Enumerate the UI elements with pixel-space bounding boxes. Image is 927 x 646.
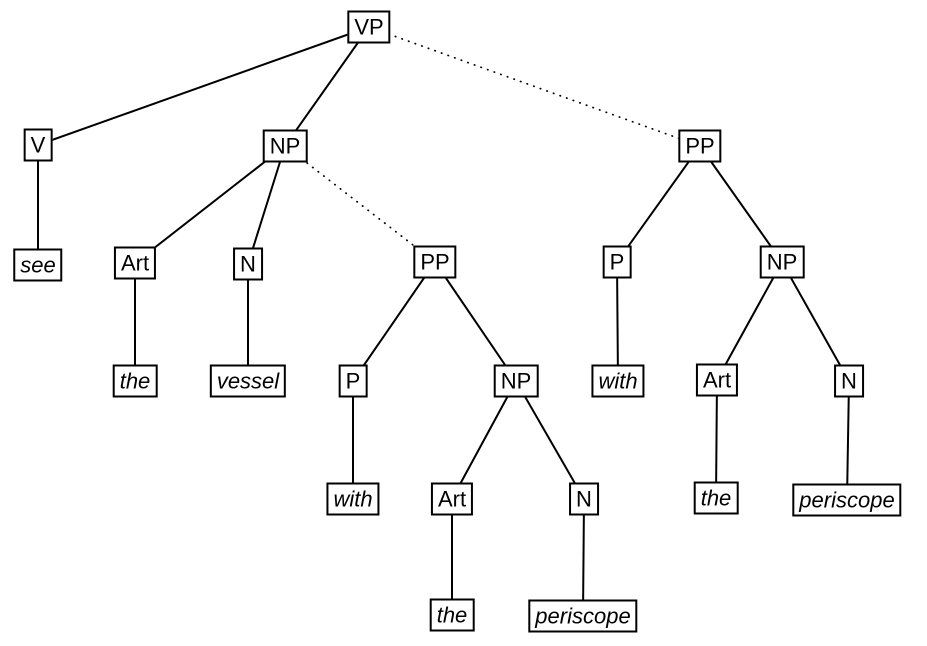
tree-node-periscope1: periscope [528,599,638,633]
tree-edge-art3-the3 [715,379,718,499]
tree-node-with2: with [591,364,645,398]
tree-edge-np1-n1 [247,145,286,265]
tree-edge-np3-art3 [716,261,783,381]
tree-edge-pp1-p1 [352,261,436,382]
tree-node-the2: the [429,598,475,632]
tree-node-n2: N [569,482,599,516]
tree-node-with1: with [326,482,380,516]
tree-node-vp: VP [347,10,391,44]
tree-node-pp1: PP [413,245,457,279]
tree-edge-n2-periscope1 [582,498,585,617]
tree-edge-p2-with2 [616,261,619,382]
tree-node-p1: P [338,364,368,398]
tree-node-art1: Art [113,246,157,280]
tree-node-np3: NP [759,245,805,279]
tree-edge-pp1-np2 [434,261,517,382]
tree-node-n1: N [233,247,263,281]
tree-node-periscope2: periscope [792,483,902,517]
tree-node-art3: Art [695,363,739,397]
tree-edge-np1-art1 [134,145,286,264]
tree-edge-vp-pp2-dotted [368,26,701,147]
tree-node-see: see [13,248,63,282]
tree-edge-n3-periscope2 [846,380,850,501]
tree-node-pp2: PP [678,129,722,163]
tree-edge-pp2-p2 [616,145,701,263]
tree-node-np1: NP [262,129,308,163]
tree-node-np2: NP [493,364,539,398]
tree-edge-vp-np1 [284,26,370,147]
tree-node-v: V [23,128,53,162]
tree-edge-np2-n2 [515,380,585,500]
tree-node-the3: the [693,481,739,515]
tree-edge-np3-n3 [781,261,850,382]
tree-node-p2: P [602,245,632,279]
tree-node-art2: Art [430,482,474,516]
tree-node-vessel: vessel [209,364,287,398]
tree-node-n3: N [834,364,864,398]
tree-edge-vp-v [37,26,370,146]
tree-edge-np2-art2 [451,380,517,500]
tree-edge-pp2-np3 [699,145,783,263]
tree-node-the1: the [112,364,158,398]
